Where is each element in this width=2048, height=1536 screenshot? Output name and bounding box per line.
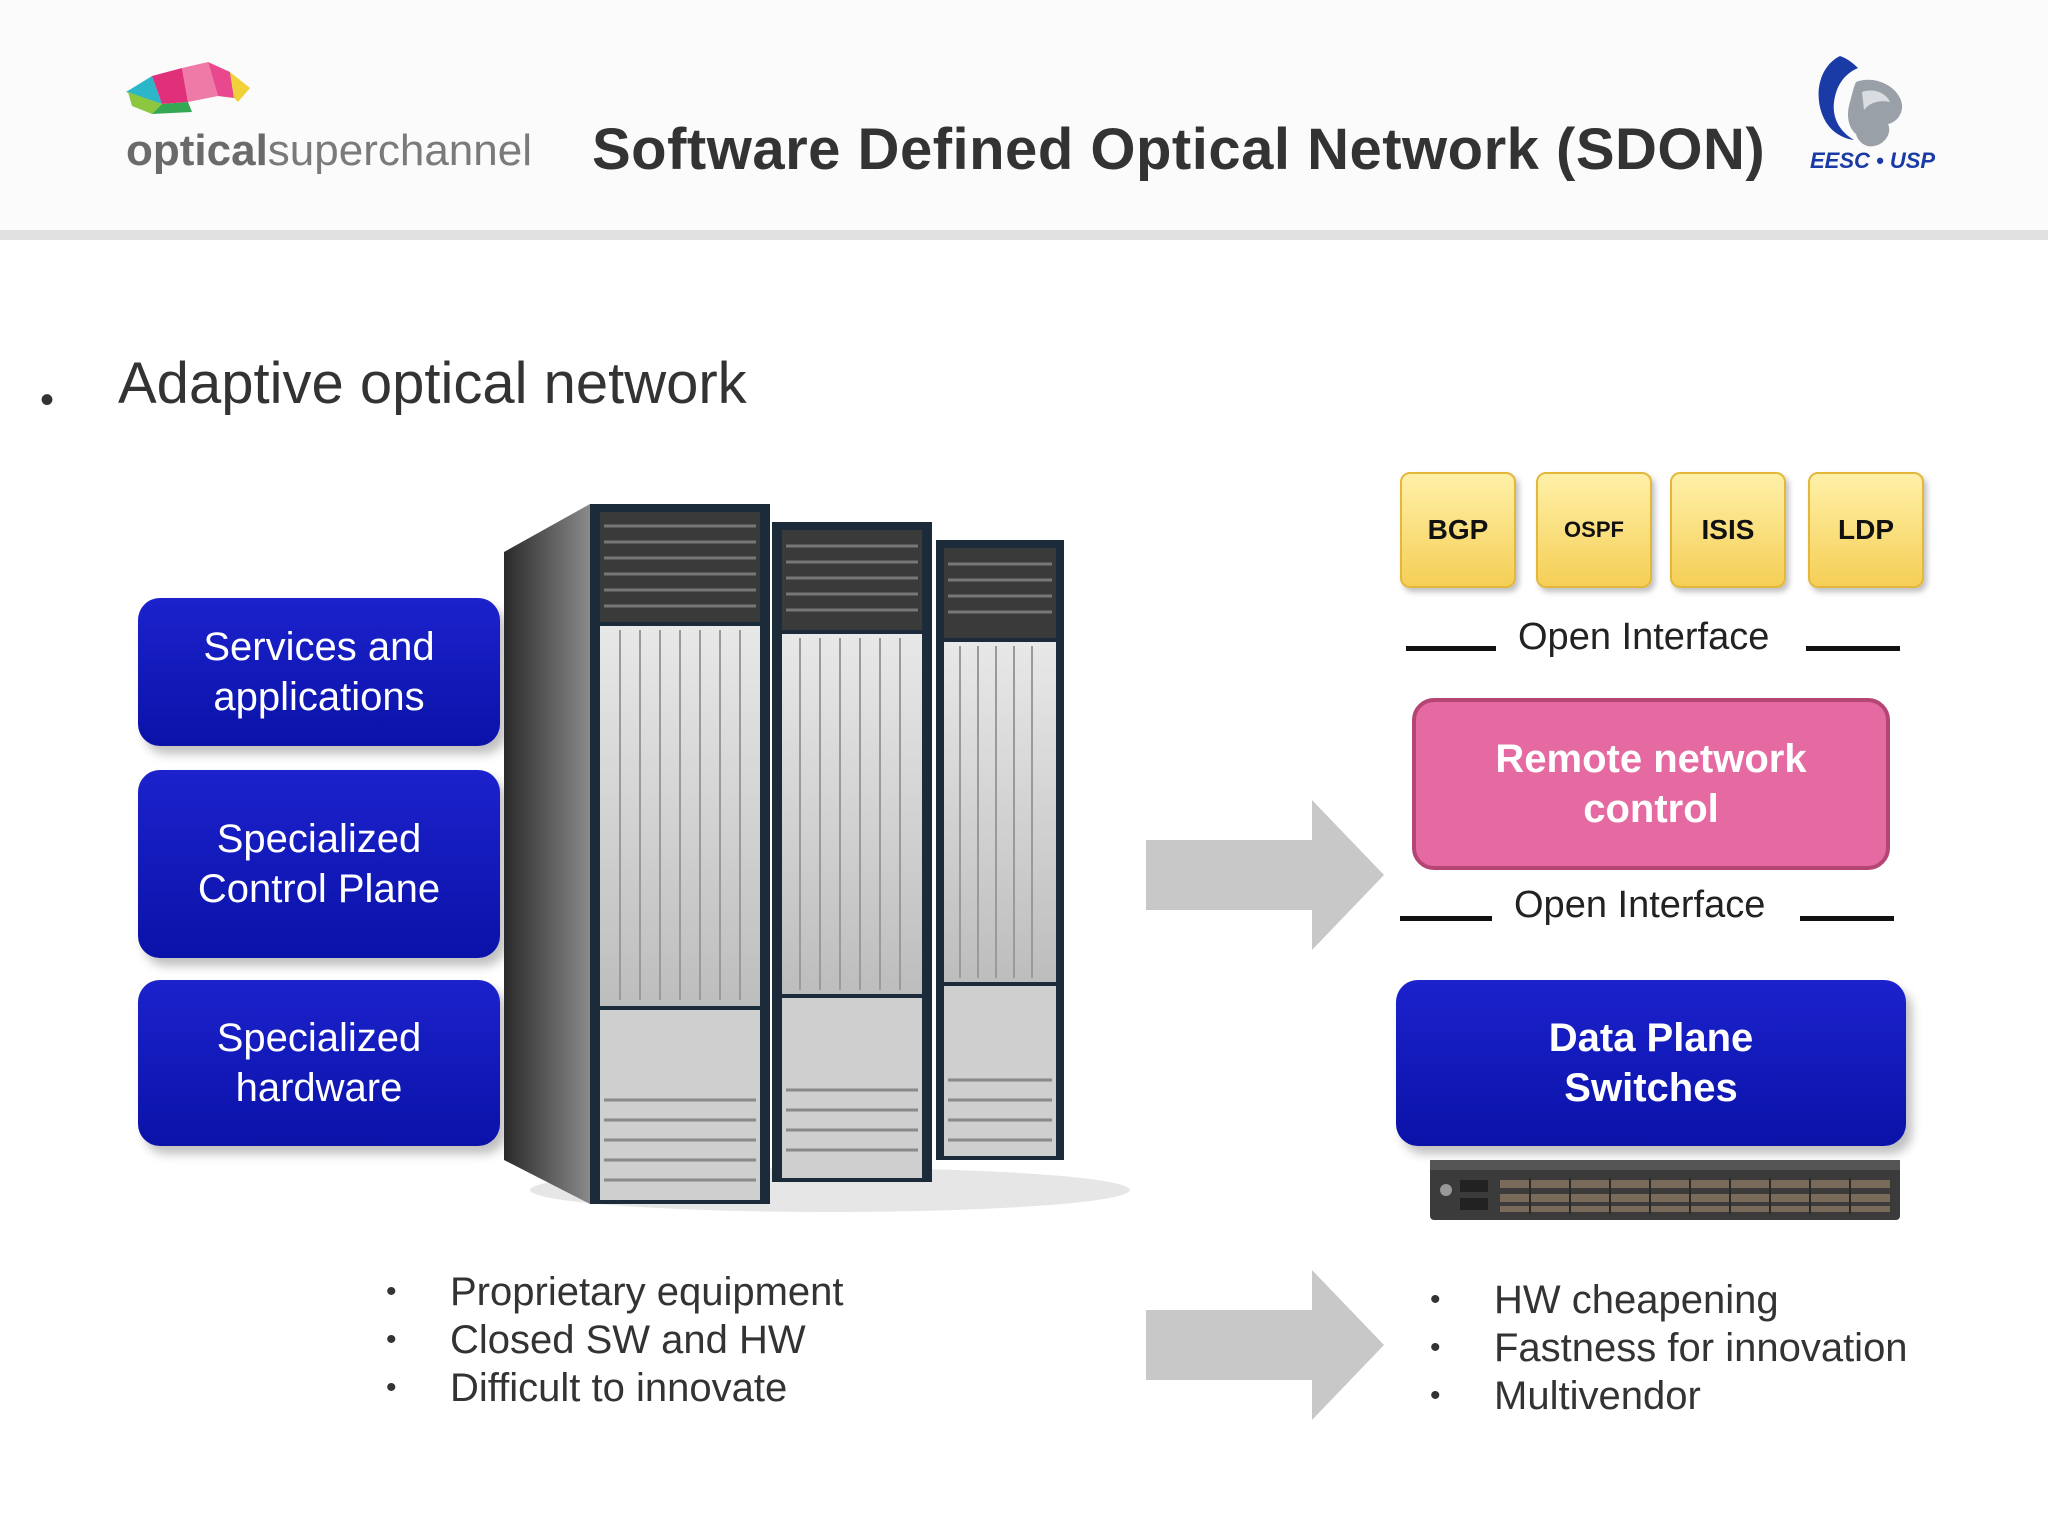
list-item-text: Fastness for innovation (1494, 1326, 1908, 1370)
transition-arrow-icon (1146, 800, 1384, 950)
list-item: •HW cheapening (1430, 1278, 1779, 1322)
list-item: •Fastness for innovation (1430, 1326, 1908, 1370)
box-label-line2: applications (213, 675, 425, 719)
eesc-usp-label: EESC • USP (1810, 148, 1936, 173)
slide-header (0, 0, 2048, 240)
interface-line (1800, 916, 1894, 921)
slide-title: Software Defined Optical Network (SDON) (592, 117, 1766, 182)
list-item-text: HW cheapening (1494, 1278, 1779, 1322)
header-divider (0, 230, 2048, 240)
list-item-text: Closed SW and HW (450, 1318, 806, 1362)
box-label-line1: Specialized (216, 1016, 422, 1060)
box-specialized-hardware: Specialized hardware (138, 980, 500, 1146)
right-bullet-list: •HW cheapening •Fastness for innovation … (1430, 1276, 1908, 1420)
logo-wordmark: opticalsuperchannel (126, 126, 532, 176)
box-services-applications: Services and applications (138, 598, 500, 746)
logo-word-optical: optical (126, 126, 268, 175)
open-interface-label-top: Open Interface (1518, 616, 1770, 658)
list-item-text: Difficult to innovate (450, 1366, 788, 1410)
list-item-text: Multivendor (1494, 1374, 1701, 1418)
box-label-line1: Specialized (216, 817, 422, 861)
box-label-line1: Remote network (1495, 737, 1807, 781)
protocol-box-ldp: LDP (1808, 472, 1924, 588)
protocol-box-ospf: OSPF (1536, 472, 1652, 588)
box-label-line2: control (1583, 787, 1719, 831)
transition-arrow-icon (1146, 1270, 1384, 1420)
left-bullet-list: •Proprietary equipment •Closed SW and HW… (386, 1268, 844, 1412)
proprietary-racks-image (504, 504, 1130, 1212)
protocol-box-isis: ISIS (1670, 472, 1786, 588)
network-switch-image (1430, 1160, 1900, 1220)
remote-network-control-box: Remote network control (1412, 698, 1890, 870)
interface-line (1400, 916, 1492, 921)
box-label-line1: Services and (203, 625, 435, 669)
protocol-box-bgp: BGP (1400, 472, 1516, 588)
list-item-text: Proprietary equipment (450, 1270, 844, 1314)
interface-line (1806, 646, 1900, 651)
open-interface-label-bottom: Open Interface (1514, 884, 1766, 926)
box-label-line2: Switches (1564, 1066, 1738, 1110)
bullet-marker: • (40, 378, 55, 422)
box-label-line2: Control Plane (197, 867, 441, 911)
box-label-line2: hardware (235, 1066, 403, 1110)
eesc-usp-logo-icon (1818, 56, 1903, 147)
list-item: •Multivendor (1430, 1374, 1701, 1418)
list-item: •Proprietary equipment (386, 1270, 844, 1314)
main-bullet-text: Adaptive optical network (118, 351, 747, 416)
interface-line (1406, 646, 1496, 651)
list-item: •Difficult to innovate (386, 1366, 788, 1410)
list-item: •Closed SW and HW (386, 1318, 806, 1362)
logo-word-superchannel: superchannel (267, 126, 532, 175)
box-label-line1: Data Plane (1548, 1016, 1754, 1060)
optical-superchannel-logo-icon (126, 62, 250, 114)
